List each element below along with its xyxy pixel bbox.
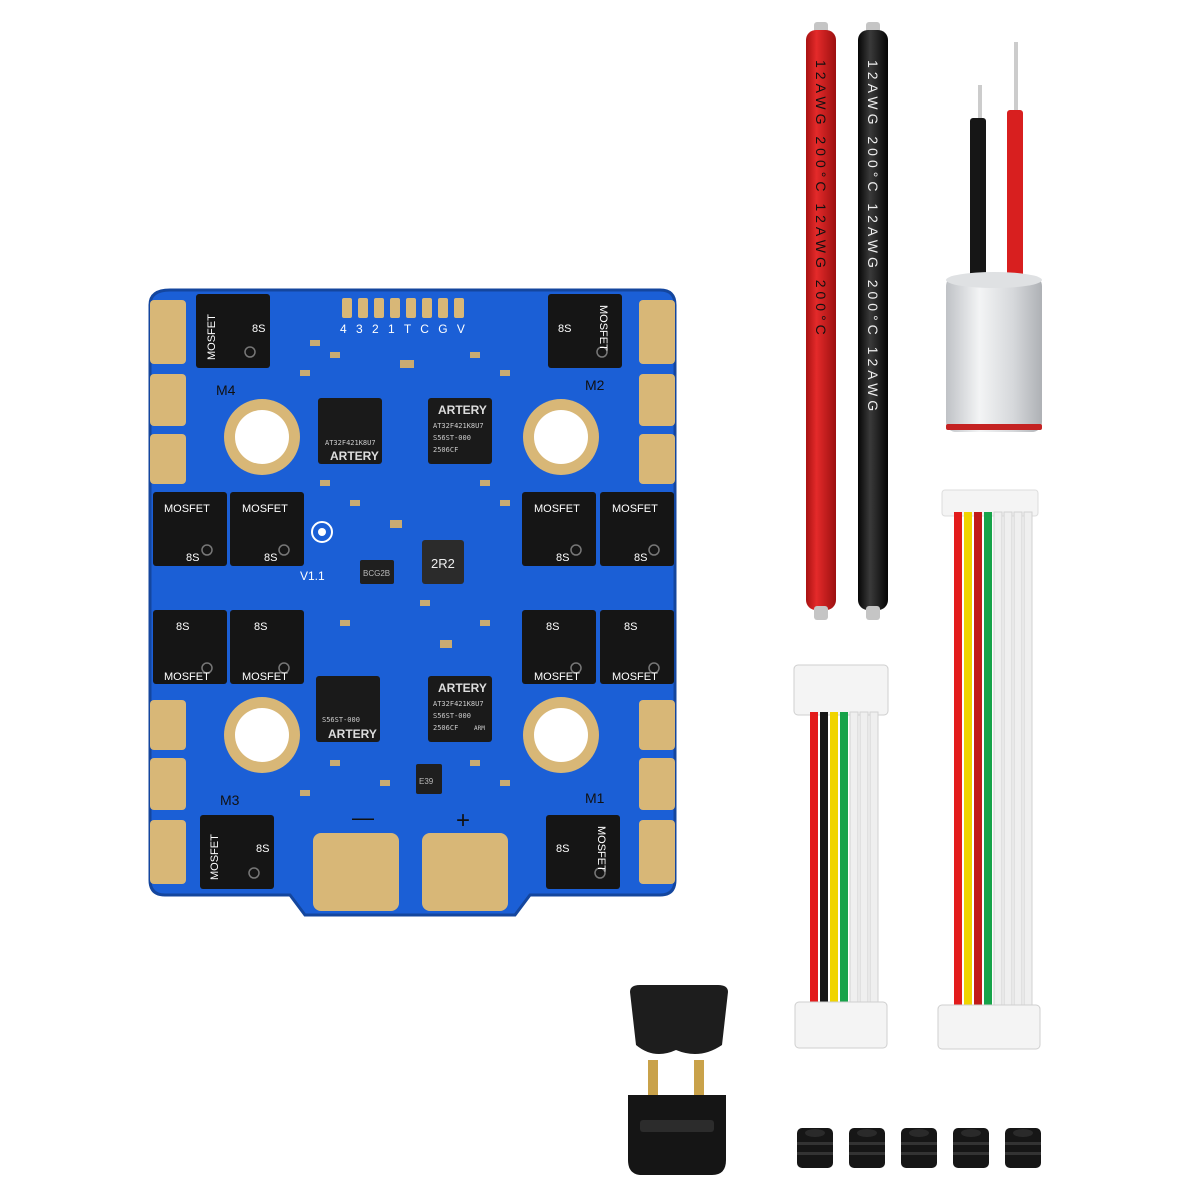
red-power-wire: 12AWG 200°C 12AWG 200°C	[806, 22, 836, 620]
svg-text:MOSFET: MOSFET	[206, 314, 218, 360]
esc-board: 4 3 2 1 T C G V MOSFET 8S MOSFET 8S MOSF…	[148, 288, 677, 917]
svg-text:—: —	[352, 805, 374, 830]
signal-cable-short	[793, 664, 889, 1049]
svg-text:E39: E39	[419, 777, 434, 786]
svg-text:ARTERY: ARTERY	[328, 727, 377, 741]
svg-text:12AWG 200°C 12AWG 200°C: 12AWG 200°C 12AWG 200°C	[813, 60, 829, 339]
svg-text:MOSFET: MOSFET	[597, 305, 609, 351]
mosfet-m4: MOSFET 8S	[195, 293, 271, 369]
motor-label-m2: M2	[585, 377, 605, 393]
mosfet-row-lower: MOSFET 8S MOSFET 8S MOSFET 8S MOSFET 8S	[152, 609, 675, 685]
svg-text:MOSFET: MOSFET	[534, 503, 580, 515]
svg-text:MOSFET: MOSFET	[612, 671, 658, 683]
svg-text:8S: 8S	[176, 621, 189, 633]
svg-text:MOSFET: MOSFET	[534, 671, 580, 683]
svg-text:ARTERY: ARTERY	[330, 449, 379, 463]
mosfet-m3: MOSFET 8S	[199, 814, 275, 890]
svg-text:MOSFET: MOSFET	[242, 503, 288, 515]
signal-cable-long	[937, 489, 1041, 1050]
header-pin-labels: 4 3 2 1 T C G V	[340, 322, 468, 336]
motor-label-m1: M1	[585, 790, 605, 806]
svg-text:2R2: 2R2	[431, 556, 455, 571]
svg-text:8S: 8S	[556, 552, 569, 564]
gold-pads-right	[639, 300, 675, 884]
svg-text:S56ST-000: S56ST-000	[433, 434, 471, 442]
svg-text:MOSFET: MOSFET	[164, 671, 210, 683]
svg-text:MOSFET: MOSFET	[612, 503, 658, 515]
black-power-wire: 12AWG 200°C 12AWG 200°C 12AWG	[858, 22, 888, 620]
svg-text:BCG2B: BCG2B	[363, 569, 390, 578]
svg-text:8S: 8S	[256, 843, 269, 855]
board-logo	[311, 521, 333, 543]
svg-text:8S: 8S	[252, 323, 265, 335]
svg-text:2506CF: 2506CF	[433, 446, 458, 454]
svg-text:2506CF: 2506CF	[433, 724, 458, 732]
regulator-chip: BCG2B	[360, 560, 394, 584]
svg-text:MOSFET: MOSFET	[242, 671, 288, 683]
svg-text:ARM: ARM	[474, 725, 485, 732]
mosfet-row-upper: MOSFET 8S MOSFET 8S MOSFET 8S MOSFET 8S	[152, 491, 675, 567]
svg-text:8S: 8S	[186, 552, 199, 564]
svg-text:8S: 8S	[264, 552, 277, 564]
power-pad-positive: +	[422, 807, 508, 911]
svg-text:8S: 8S	[556, 843, 569, 855]
xt-connector	[628, 985, 728, 1175]
svg-text:+: +	[456, 807, 470, 834]
motor-label-m4: M4	[216, 382, 236, 398]
motor-label-m3: M3	[220, 792, 240, 808]
svg-text:AT32F421K8U7: AT32F421K8U7	[325, 439, 376, 447]
svg-text:8S: 8S	[624, 621, 637, 633]
svg-text:S56ST-000: S56ST-000	[433, 712, 471, 720]
gold-pads-left	[150, 300, 186, 884]
inductor: 2R2	[422, 540, 464, 584]
svg-text:MOSFET: MOSFET	[595, 826, 607, 872]
svg-text:8S: 8S	[546, 621, 559, 633]
capacitor	[946, 42, 1042, 432]
svg-text:8S: 8S	[254, 621, 267, 633]
svg-text:8S: 8S	[634, 552, 647, 564]
svg-text:8S: 8S	[558, 323, 571, 335]
rubber-grommets	[797, 1128, 1041, 1168]
mcu-chip-4: ARTERY AT32F421K8U7 S56ST-000 2506CF ARM	[428, 676, 492, 742]
board-version: V1.1	[300, 569, 325, 583]
svg-text:AT32F421K8U7: AT32F421K8U7	[433, 422, 484, 430]
mosfet-m1: MOSFET 8S	[545, 814, 621, 890]
power-pad-negative: —	[313, 805, 399, 911]
svg-text:ARTERY: ARTERY	[438, 403, 487, 417]
mcu-chip-1: ARTERY AT32F421K8U7	[318, 398, 382, 464]
mosfet-m2: MOSFET 8S	[547, 293, 623, 369]
mcu-chip-3: ARTERY S56ST-000	[316, 676, 380, 742]
signal-header-pads	[342, 298, 464, 318]
svg-text:12AWG 200°C 12AWG 200°C 12AWG: 12AWG 200°C 12AWG 200°C 12AWG	[865, 60, 881, 415]
svg-text:ARTERY: ARTERY	[438, 681, 487, 695]
mounting-holes	[224, 399, 599, 773]
mcu-chip-2: ARTERY AT32F421K8U7 S56ST-000 2506CF	[428, 398, 492, 464]
svg-text:MOSFET: MOSFET	[164, 503, 210, 515]
svg-text:AT32F421K8U7: AT32F421K8U7	[433, 700, 484, 708]
svg-text:MOSFET: MOSFET	[209, 834, 221, 880]
small-chip: E39	[416, 764, 442, 794]
svg-text:S56ST-000: S56ST-000	[322, 716, 360, 724]
passive-components	[300, 340, 510, 796]
